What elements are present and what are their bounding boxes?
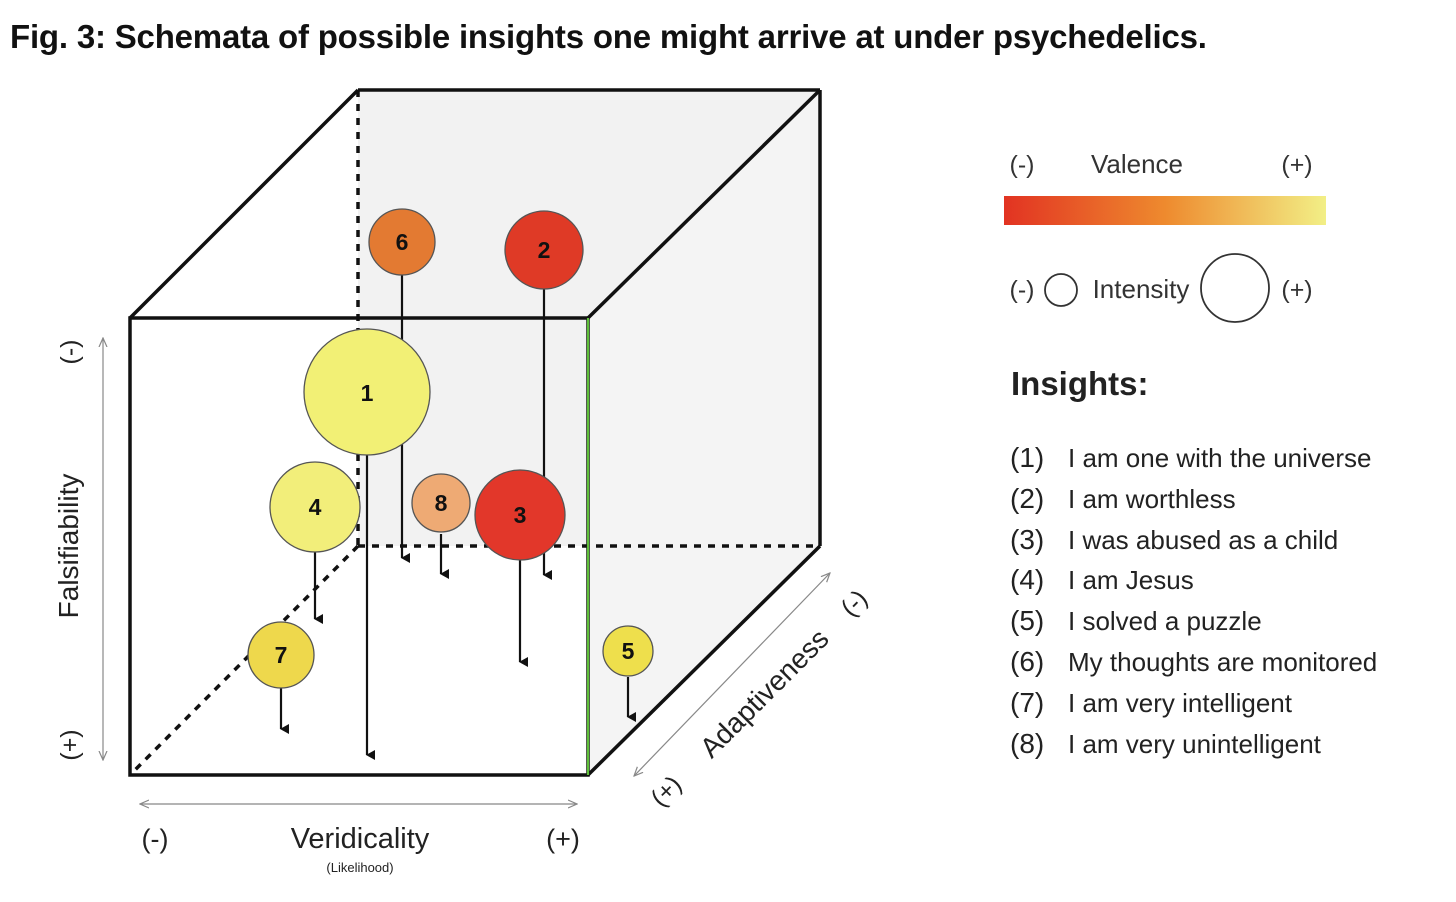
insight-item: (2) I am worthless: [1010, 479, 1377, 520]
bubble-2: 2: [504, 210, 584, 290]
veridicality-label: Veridicality: [291, 823, 430, 855]
adaptiveness-neg: (-): [836, 585, 873, 622]
insight-text: I solved a puzzle: [1068, 606, 1262, 637]
insight-item: (8) I am very unintelligent: [1010, 724, 1377, 765]
insight-text: My thoughts are monitored: [1068, 646, 1378, 677]
insight-text: I am Jesus: [1068, 565, 1194, 596]
valence-gradient-bar: [1004, 196, 1326, 225]
bubble-8: 8: [411, 473, 471, 533]
bubble-1: 1: [303, 328, 431, 456]
insight-number: (1): [1010, 442, 1045, 473]
valence-pos: (+): [1281, 151, 1312, 179]
insight-number: (4): [1010, 564, 1045, 596]
insight-text: I am very unintelligent: [1068, 728, 1321, 759]
intensity-neg: (-): [1010, 276, 1035, 304]
svg-text:6: 6: [396, 229, 409, 255]
insight-number: (2): [1010, 482, 1045, 514]
insight-text: I am worthless: [1068, 483, 1236, 514]
bubble-4: 4: [269, 461, 361, 553]
veridicality-sublabel: (Likelihood): [326, 860, 393, 875]
valence-legend: (-) Valence (+): [1004, 149, 1326, 225]
svg-text:8: 8: [435, 490, 448, 516]
insight-number: (6): [1010, 645, 1045, 677]
svg-text:7: 7: [275, 642, 288, 668]
cube-edges: [128, 88, 822, 777]
intensity-large-circle: [1200, 253, 1270, 323]
insight-number: (3): [1010, 523, 1045, 555]
insight-text: I am one with the universe: [1068, 443, 1372, 473]
insight-text: I was abused as a child: [1068, 524, 1339, 555]
adaptiveness-axis-arrow: [634, 573, 830, 776]
falsifiability-neg: (-): [56, 340, 84, 365]
bubbles: 6 2 1 4 8 3 7 5: [247, 208, 654, 689]
falsifiability-pos: (+): [56, 729, 84, 760]
svg-text:2: 2: [538, 237, 551, 263]
veridicality-neg: (-): [142, 824, 169, 854]
insights-list: (1) I am one with the universe (2) I am wor…: [1010, 438, 1377, 764]
bubble-5: 5: [602, 625, 654, 677]
intensity-small-circle: [1044, 273, 1078, 307]
adaptiveness-pos: (+): [645, 770, 687, 812]
falsifiability-label: Falsifiability: [53, 474, 84, 619]
valence-neg: (-): [1010, 151, 1035, 179]
svg-text:3: 3: [514, 502, 527, 528]
insight-item: (4) I am Jesus: [1010, 560, 1377, 601]
svg-text:1: 1: [361, 380, 374, 406]
intensity-label: Intensity: [1093, 274, 1190, 304]
svg-text:4: 4: [309, 494, 322, 520]
insights-heading: Insights:: [1011, 365, 1149, 402]
valence-label: Valence: [1091, 149, 1183, 179]
insight-item: (3) I was abused as a child: [1010, 520, 1377, 561]
insight-item: (1) I am one with the universe: [1010, 438, 1377, 479]
bubble-7: 7: [247, 621, 315, 689]
figure-title: Fig. 3: Schemata of possible insights on…: [10, 18, 1207, 55]
bubble-3: 3: [474, 469, 566, 561]
insight-item: (5) I solved a puzzle: [1010, 601, 1377, 642]
insight-text: I am very intelligent: [1068, 687, 1292, 718]
insight-number: (5): [1010, 605, 1045, 637]
intensity-pos: (+): [1281, 276, 1312, 304]
insight-number: (8): [1010, 727, 1045, 759]
intensity-legend: (-) Intensity (+): [1010, 253, 1313, 323]
bubble-6: 6: [368, 208, 436, 276]
insight-number: (7): [1010, 686, 1045, 718]
veridicality-pos: (+): [546, 824, 580, 854]
insight-item: (6) My thoughts are monitored: [1010, 642, 1377, 683]
insight-item: (7) I am very intelligent: [1010, 683, 1377, 724]
svg-text:5: 5: [622, 638, 635, 664]
